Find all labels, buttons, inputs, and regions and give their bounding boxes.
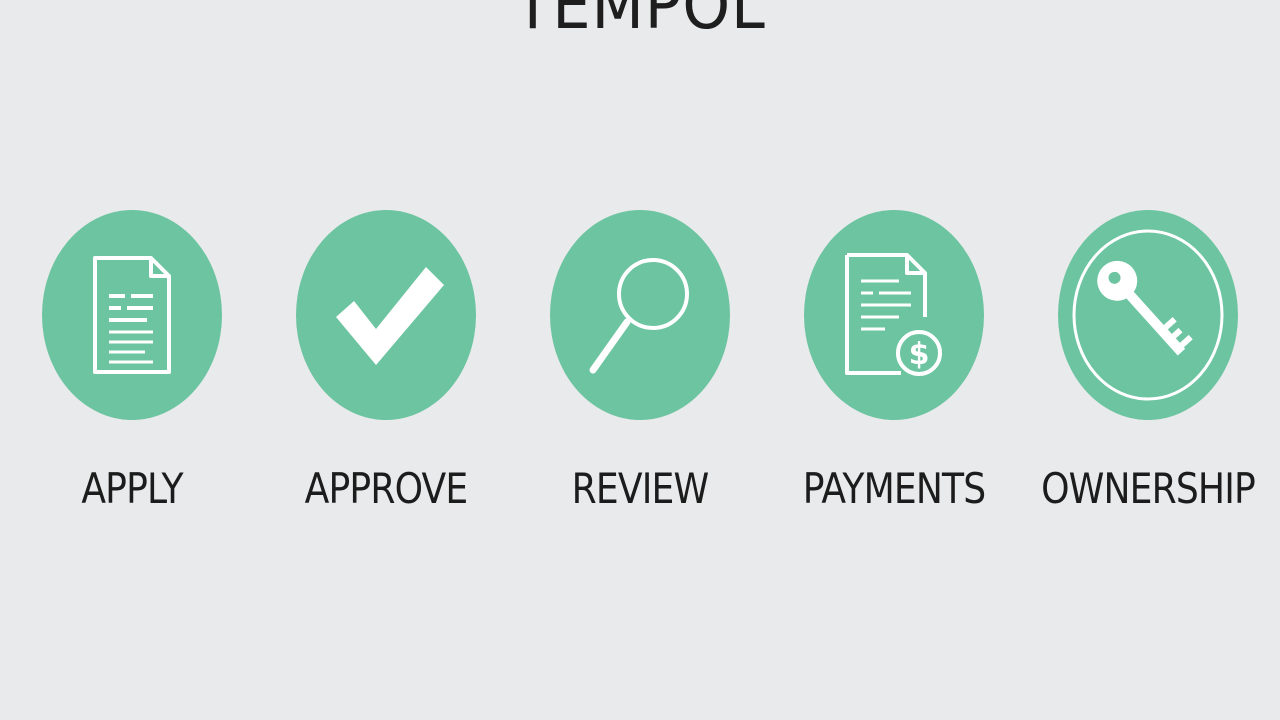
step-label: PAYMENTS <box>802 464 986 513</box>
magnifier-icon <box>585 250 695 380</box>
document-icon <box>87 250 177 380</box>
step-label: APPROVE <box>304 464 469 513</box>
step-approve: APPROVE <box>296 210 476 513</box>
svg-text:$: $ <box>909 337 930 372</box>
step-apply: APPLY <box>42 210 222 513</box>
step-circle: $ <box>804 210 984 420</box>
checkmark-icon <box>326 255 446 375</box>
step-circle <box>42 210 222 420</box>
step-label: OWNERSHIP <box>1041 464 1256 513</box>
step-circle <box>1058 210 1238 420</box>
invoice-dollar-icon: $ <box>839 245 949 385</box>
step-label: REVIEW <box>571 464 710 513</box>
step-circle <box>550 210 730 420</box>
step-label: APPLY <box>81 464 183 513</box>
step-circle <box>296 210 476 420</box>
step-ownership: OWNERSHIP <box>1041 210 1256 513</box>
step-payments: $ PAYMENTS <box>803 210 986 513</box>
key-icon <box>1068 225 1228 405</box>
step-review: REVIEW <box>550 210 730 513</box>
page-title: TEMPOL <box>514 0 766 44</box>
